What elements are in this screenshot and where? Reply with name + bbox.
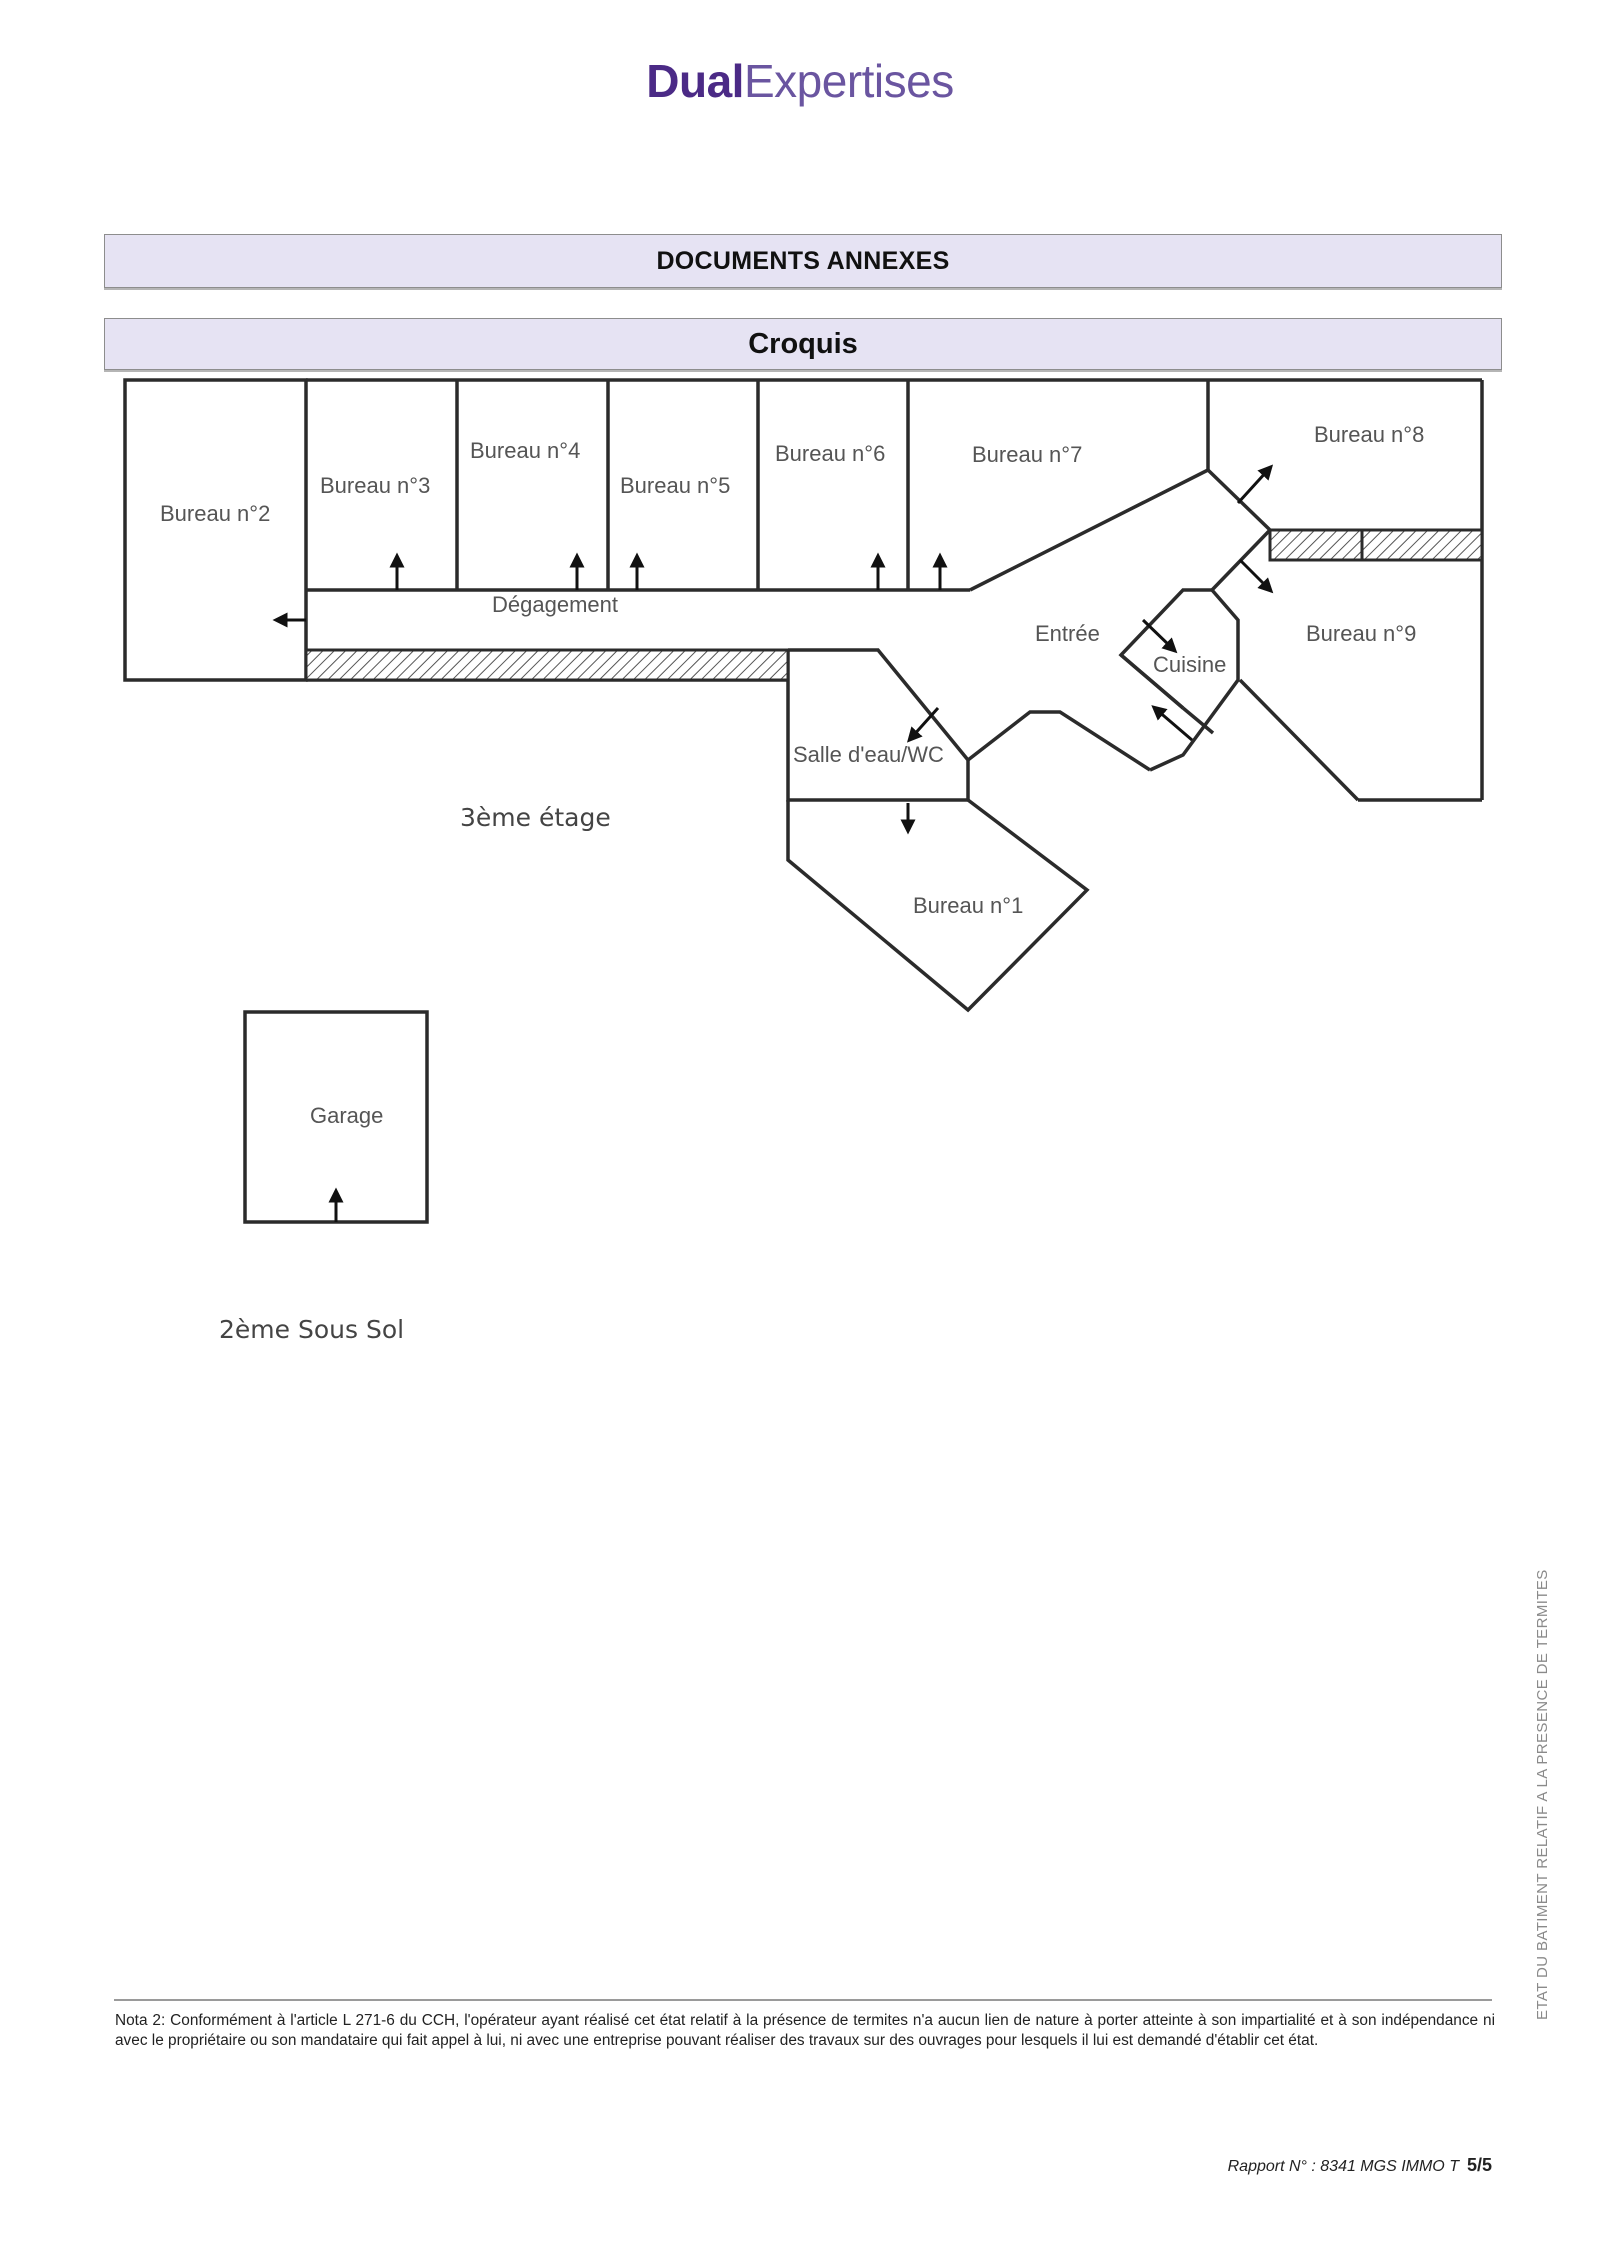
room-bureau-2 <box>123 378 308 682</box>
room-label: Bureau n°1 <box>913 893 1023 918</box>
room-label: Bureau n°6 <box>775 441 885 466</box>
hatched-wall-bureau8-a <box>1268 528 1364 562</box>
room-label: Bureau n°5 <box>620 473 730 498</box>
footer-divider <box>114 1999 1492 2001</box>
hatched-wall-corridor <box>304 648 790 682</box>
floor-label: 2ème Sous Sol <box>219 1315 404 1344</box>
page-number: 5/5 <box>1466 2155 1492 2175</box>
side-caption: ETAT DU BATIMENT RELATIF A LA PRESENCE D… <box>1534 1569 1551 2020</box>
floor-label: 3ème étage <box>460 803 611 832</box>
room-label: Entrée <box>1035 621 1100 646</box>
company-logo: DualExpertises <box>0 54 1600 108</box>
logo-light: Expertises <box>743 55 954 107</box>
report-reference: Rapport N° : 8341 MGS IMMO T 5/5 <box>1228 2155 1492 2176</box>
footer-note: Nota 2: Conformément à l'article L 271-6… <box>115 2012 1495 2049</box>
room-label: Bureau n°2 <box>160 501 270 526</box>
floor-plan-sketch: Bureau n°2 Bureau n°3 Bureau n°4 Bureau … <box>123 378 1484 1344</box>
report-number: Rapport N° : 8341 MGS IMMO T <box>1227 2158 1459 2175</box>
room-label: Salle d'eau/WC <box>793 742 944 767</box>
section-title: DOCUMENTS ANNEXES <box>104 234 1502 288</box>
room-label: Cuisine <box>1153 652 1226 677</box>
room-label: Dégagement <box>492 592 618 617</box>
hatched-wall-bureau8-b <box>1360 528 1484 562</box>
room-label: Bureau n°9 <box>1306 621 1416 646</box>
room-label: Bureau n°7 <box>972 442 1082 467</box>
logo-bold: Dual <box>646 55 744 107</box>
door-arrow-icons <box>272 464 1274 1222</box>
room-label: Bureau n°3 <box>320 473 430 498</box>
room-label: Bureau n°8 <box>1314 422 1424 447</box>
room-label: Garage <box>310 1103 383 1128</box>
section-subtitle: Croquis <box>104 318 1502 370</box>
room-label: Bureau n°4 <box>470 438 580 463</box>
